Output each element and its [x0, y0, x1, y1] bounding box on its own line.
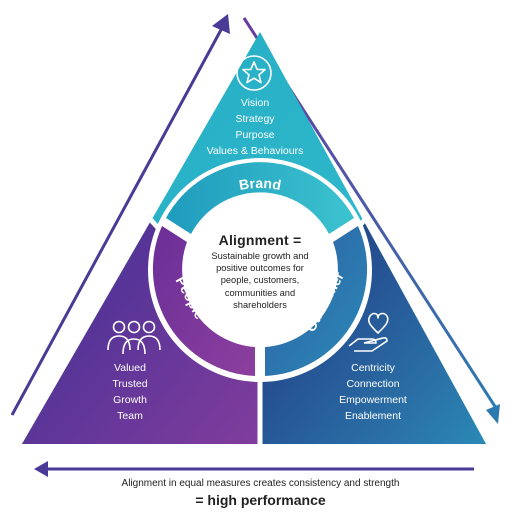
center-line: communities and — [224, 287, 296, 298]
customer-ring — [265, 226, 368, 376]
heart-hand-icon — [348, 312, 389, 352]
brand-ring — [166, 162, 354, 234]
list-item: Connection — [346, 378, 400, 390]
list-item: Empowerment — [339, 394, 407, 406]
center-line: shareholders — [233, 299, 287, 310]
center-text: Alignment = Sustainable growth and posit… — [194, 232, 326, 311]
footer-caption: Alignment in equal measures creates cons… — [121, 478, 400, 489]
footer-headline: = high performance — [195, 492, 326, 508]
people-values-list: Valued Trusted Growth Team — [90, 360, 170, 424]
brand-values-list: Vision Strategy Purpose Values & Behavio… — [185, 95, 325, 159]
list-item: Valued — [114, 362, 146, 374]
people-icon — [107, 320, 161, 355]
center-line: Sustainable growth and — [211, 251, 309, 261]
list-item: Vision — [240, 97, 270, 109]
star-icon — [236, 55, 272, 91]
list-item: Centricity — [351, 362, 395, 374]
list-item: Strategy — [235, 113, 275, 125]
list-item: Growth — [113, 394, 147, 406]
center-body: Sustainable growth and positive outcomes… — [194, 250, 326, 311]
center-line: people, customers, — [220, 275, 300, 286]
list-item: Team — [117, 410, 143, 422]
center-title: Alignment = — [218, 232, 302, 248]
center-line: positive outcomes for — [216, 263, 304, 274]
center-circle — [184, 194, 336, 346]
people-ring — [152, 226, 255, 376]
customer-values-list: Centricity Connection Empowerment Enable… — [318, 360, 428, 424]
list-item: Trusted — [112, 378, 148, 390]
brand-label: Brand — [238, 175, 283, 193]
footer: Alignment in equal measures creates cons… — [0, 478, 521, 508]
list-item: Values & Behaviours — [206, 145, 304, 157]
list-item: Purpose — [235, 129, 275, 141]
list-item: Enablement — [344, 410, 402, 422]
